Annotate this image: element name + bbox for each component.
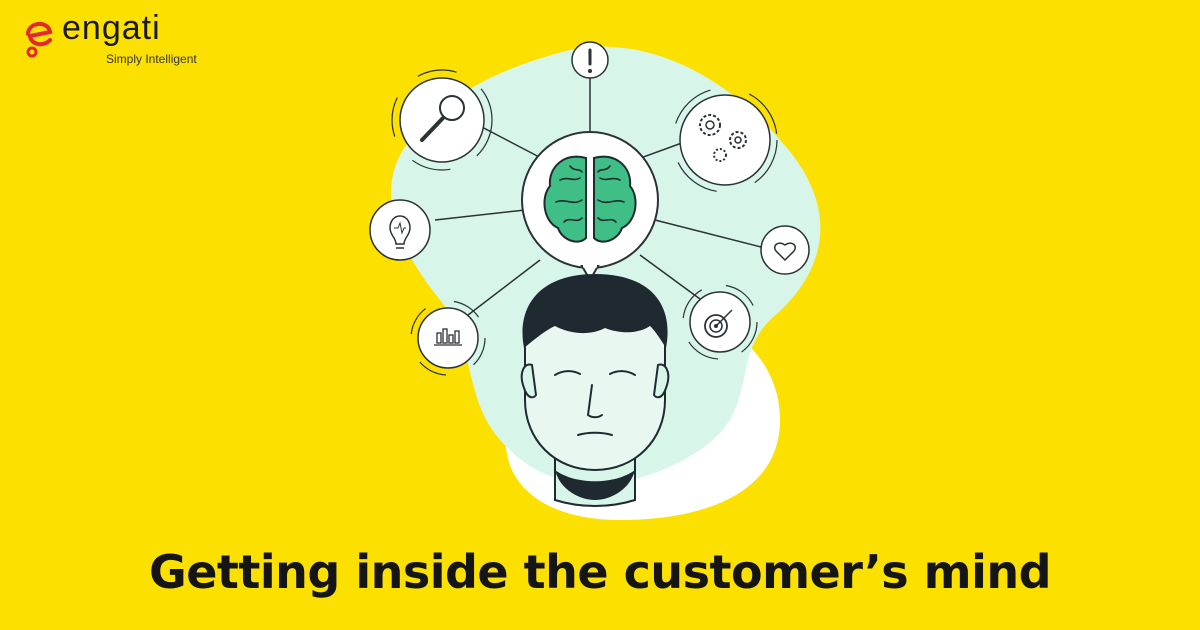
logo-mark-icon (26, 22, 53, 58)
target-icon (682, 284, 758, 360)
exclamation-icon (571, 41, 609, 79)
brand-logo[interactable]: engati Simply Intelligent (22, 8, 222, 68)
logo-wordmark: engati (62, 9, 161, 47)
man-head (520, 274, 670, 507)
lightbulb-icon (369, 199, 431, 261)
brain-icon (521, 131, 659, 283)
page-headline: Getting inside the customer’s mind (148, 545, 1052, 599)
gears-icon (672, 87, 778, 193)
logo-tagline: Simply Intelligent (106, 52, 197, 66)
mind-illustration (369, 41, 821, 520)
magnifier-icon (391, 69, 493, 171)
heart-icon (760, 225, 810, 275)
bar-chart-icon (410, 300, 486, 376)
